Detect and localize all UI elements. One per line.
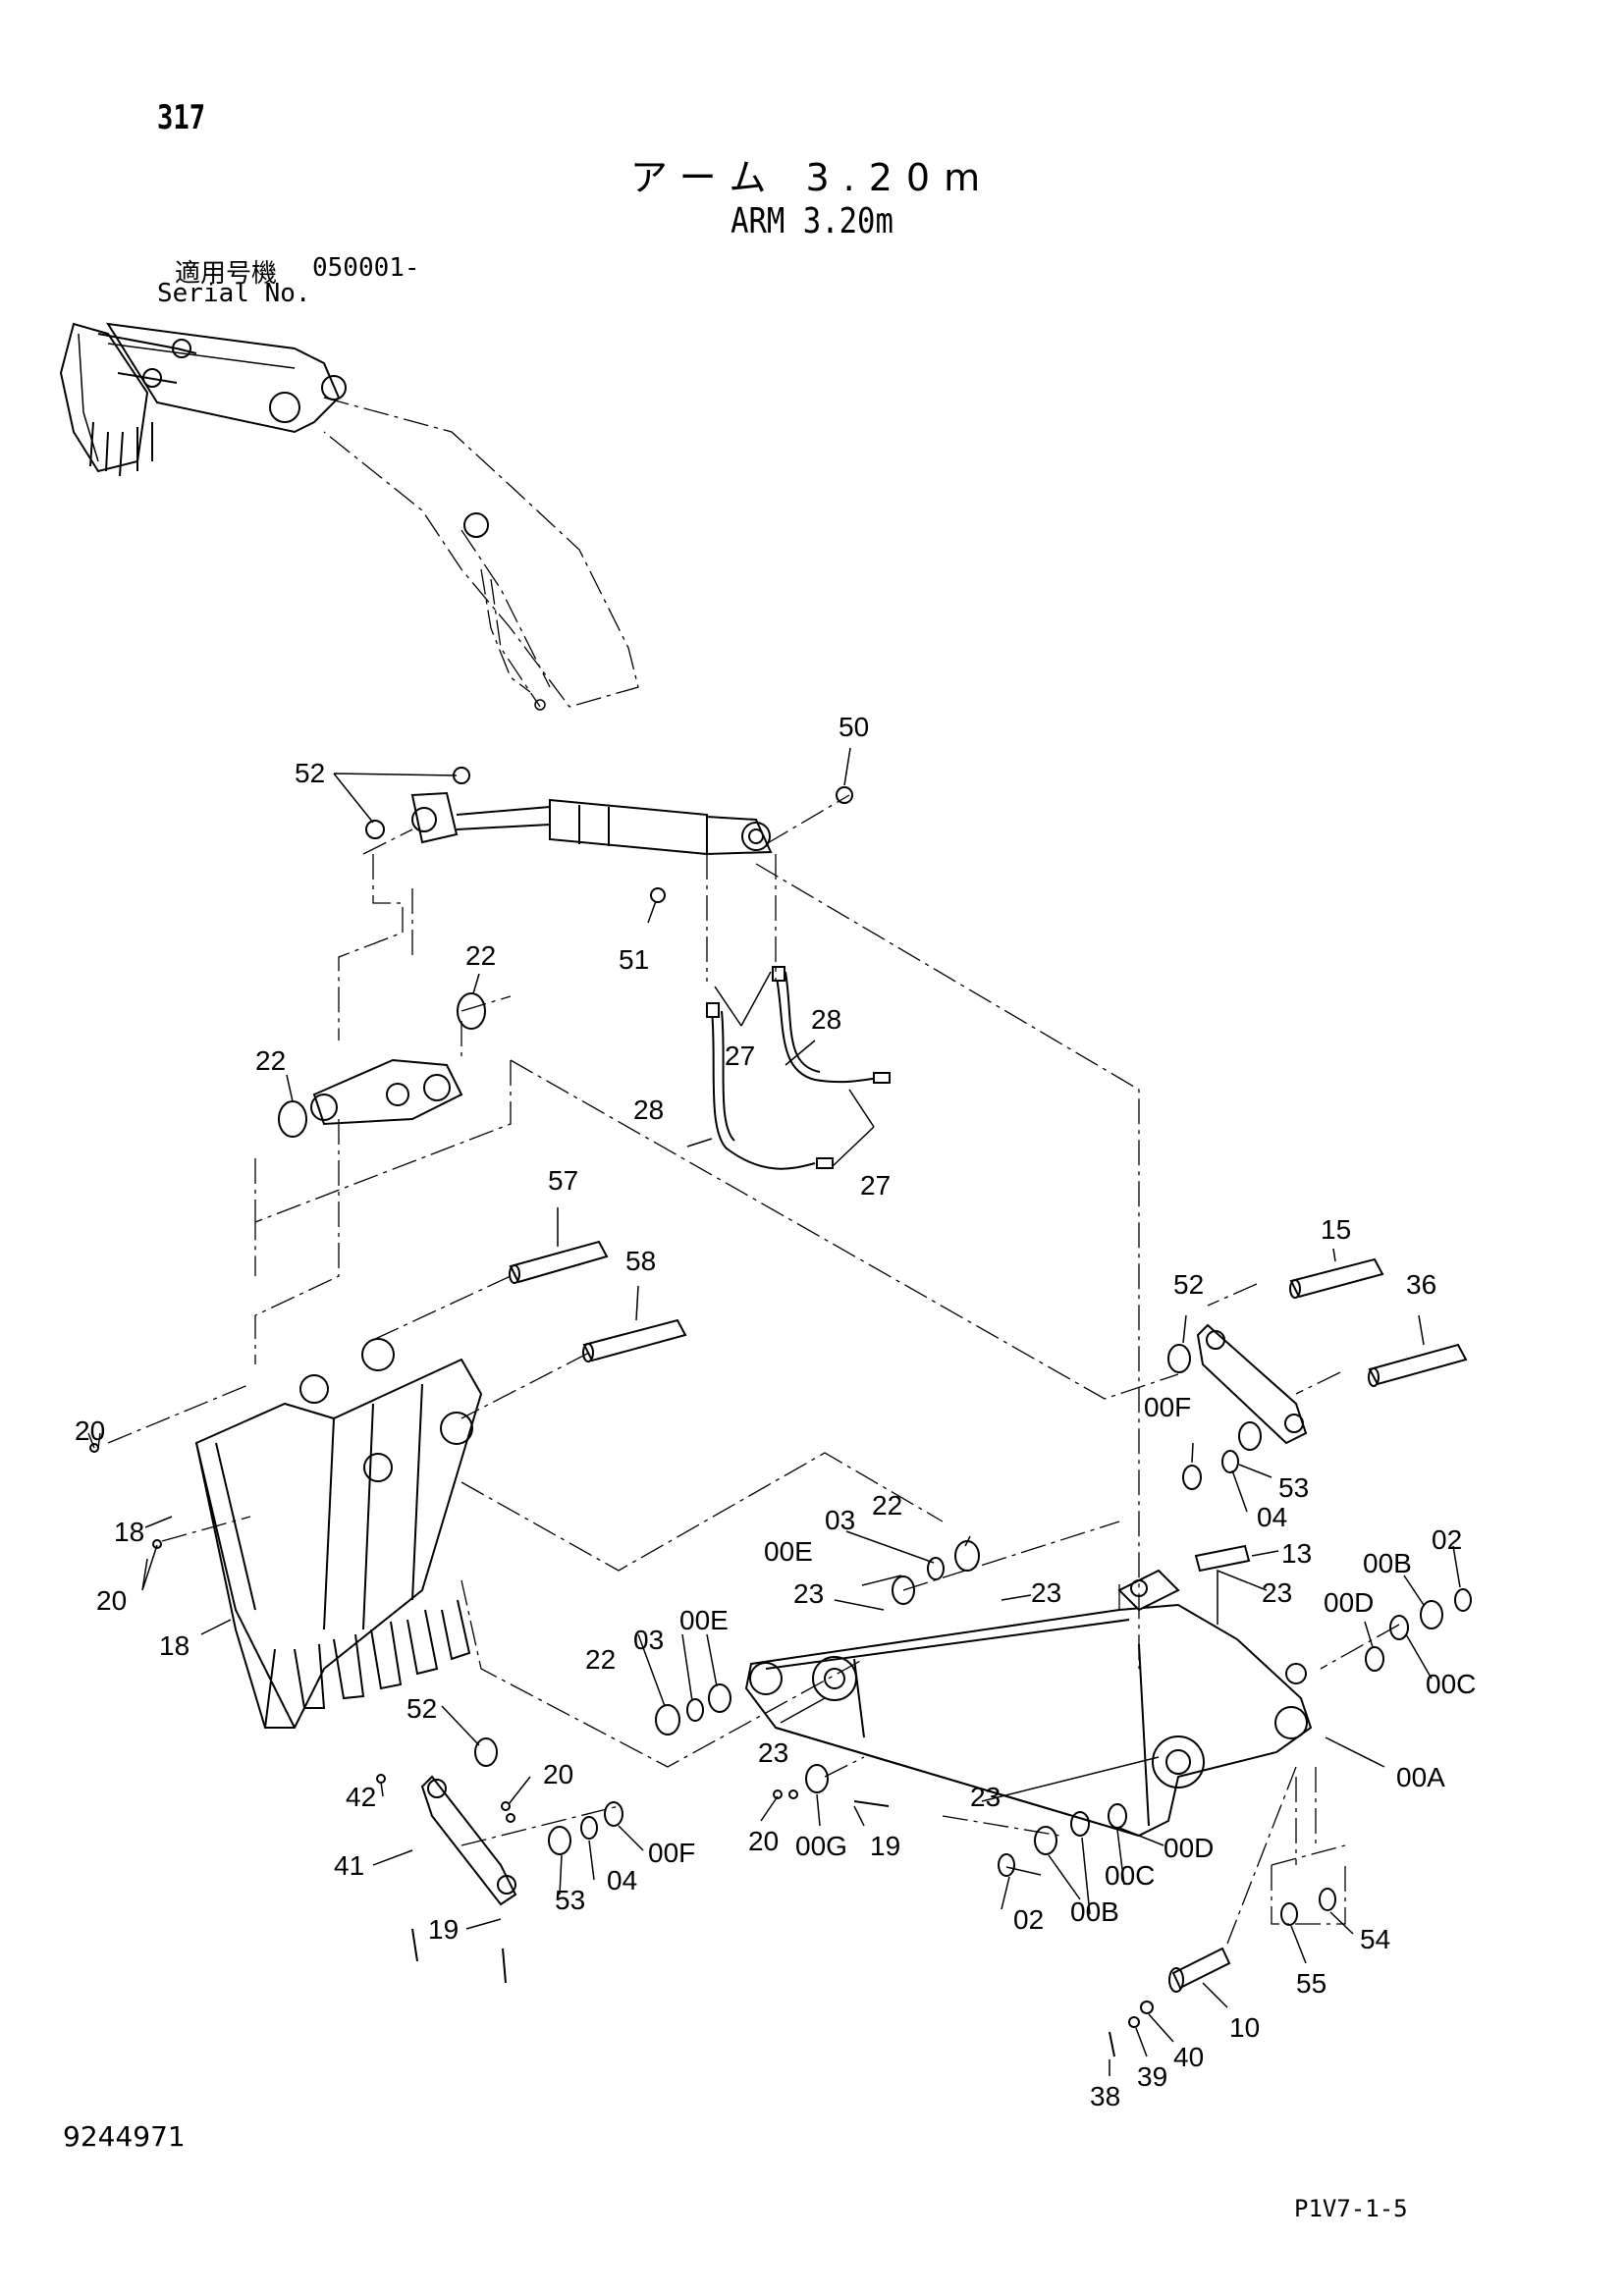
- callout-38: 38: [1090, 2081, 1120, 2111]
- callout-28: 28: [633, 1095, 664, 1125]
- callout-20: 20: [543, 1759, 573, 1789]
- assembly-lines: [107, 794, 1400, 1945]
- callout-57: 57: [548, 1165, 578, 1196]
- callout-42: 42: [346, 1782, 376, 1812]
- callout-19: 19: [870, 1831, 900, 1861]
- bucket: [194, 1338, 483, 1729]
- callout-labels: 50 52 51 22 22 27 28 28 27 57 58 15 52 3…: [75, 712, 1476, 2111]
- callout-02: 02: [1013, 1904, 1044, 1935]
- callout-00G: 00G: [795, 1831, 847, 1861]
- serial-label-japanese: 適用号機: [175, 259, 278, 289]
- arm: [744, 1569, 1313, 1838]
- callout-55: 55: [1296, 1968, 1326, 1999]
- page-code: P1V7-1-5: [1294, 2195, 1408, 2222]
- callout-00F: 00F: [1144, 1392, 1191, 1422]
- callout-03: 03: [825, 1505, 855, 1535]
- callout-00D: 00D: [1164, 1833, 1214, 1863]
- callout-02: 02: [1432, 1524, 1462, 1555]
- callout-22: 22: [872, 1490, 902, 1521]
- callout-53: 53: [555, 1885, 585, 1915]
- callout-27: 27: [725, 1041, 755, 1071]
- callout-10: 10: [1229, 2012, 1260, 2043]
- callout-15: 15: [1321, 1214, 1351, 1245]
- callout-23: 23: [1031, 1577, 1061, 1608]
- callout-19: 19: [428, 1914, 459, 1945]
- serial-value: 050001-: [312, 253, 420, 283]
- callout-23: 23: [758, 1737, 788, 1768]
- callout-20: 20: [96, 1585, 127, 1616]
- callout-04: 04: [607, 1865, 637, 1896]
- callout-13: 13: [1281, 1538, 1312, 1569]
- page-number: 317: [157, 98, 206, 137]
- callout-23: 23: [970, 1782, 1001, 1812]
- callout-52: 52: [406, 1693, 437, 1724]
- callout-40: 40: [1173, 2042, 1204, 2072]
- bucket-cylinder: [365, 767, 853, 903]
- document-number: 9244971: [63, 2120, 186, 2153]
- leader-lines: [87, 747, 1461, 2076]
- callout-20: 20: [75, 1415, 105, 1446]
- callout-22: 22: [585, 1644, 616, 1675]
- callout-58: 58: [625, 1246, 656, 1276]
- callout-00B: 00B: [1070, 1896, 1119, 1927]
- callout-00C: 00C: [1105, 1860, 1155, 1891]
- serial-label-english: Serial No.: [157, 279, 311, 308]
- callout-27: 27: [860, 1170, 891, 1201]
- callout-28: 28: [811, 1004, 841, 1035]
- callout-00D: 00D: [1324, 1587, 1374, 1618]
- callout-00E: 00E: [764, 1536, 813, 1567]
- callout-22: 22: [255, 1045, 286, 1076]
- callout-04: 04: [1257, 1502, 1287, 1532]
- callout-00C: 00C: [1426, 1669, 1476, 1699]
- callout-50: 50: [839, 712, 869, 742]
- callout-00A: 00A: [1396, 1762, 1445, 1792]
- callout-23: 23: [793, 1578, 824, 1609]
- hoses: [706, 966, 891, 1170]
- title-english: ARM 3.20m: [731, 201, 893, 241]
- callout-36: 36: [1406, 1269, 1436, 1300]
- callout-54: 54: [1360, 1924, 1390, 1954]
- callout-18: 18: [159, 1630, 189, 1661]
- callout-52: 52: [295, 758, 325, 788]
- callout-00B: 00B: [1363, 1548, 1412, 1578]
- callout-00E: 00E: [679, 1605, 729, 1635]
- callout-20: 20: [748, 1826, 779, 1856]
- callout-03: 03: [633, 1625, 664, 1655]
- callout-39: 39: [1137, 2061, 1167, 2092]
- callout-52: 52: [1173, 1269, 1204, 1300]
- callout-22: 22: [465, 940, 496, 971]
- bucket-link: [278, 992, 486, 1138]
- callout-18: 18: [114, 1517, 144, 1547]
- pins: [509, 1240, 1468, 1993]
- callout-00F: 00F: [648, 1838, 695, 1868]
- callout-51: 51: [619, 944, 649, 975]
- callout-53: 53: [1278, 1472, 1309, 1503]
- side-links-and-rings: [89, 1323, 1472, 2057]
- machine-overview-illustration: [59, 322, 639, 711]
- callout-23: 23: [1262, 1577, 1292, 1608]
- callout-41: 41: [334, 1850, 364, 1881]
- title-japanese: アーム 3.20m: [629, 156, 995, 199]
